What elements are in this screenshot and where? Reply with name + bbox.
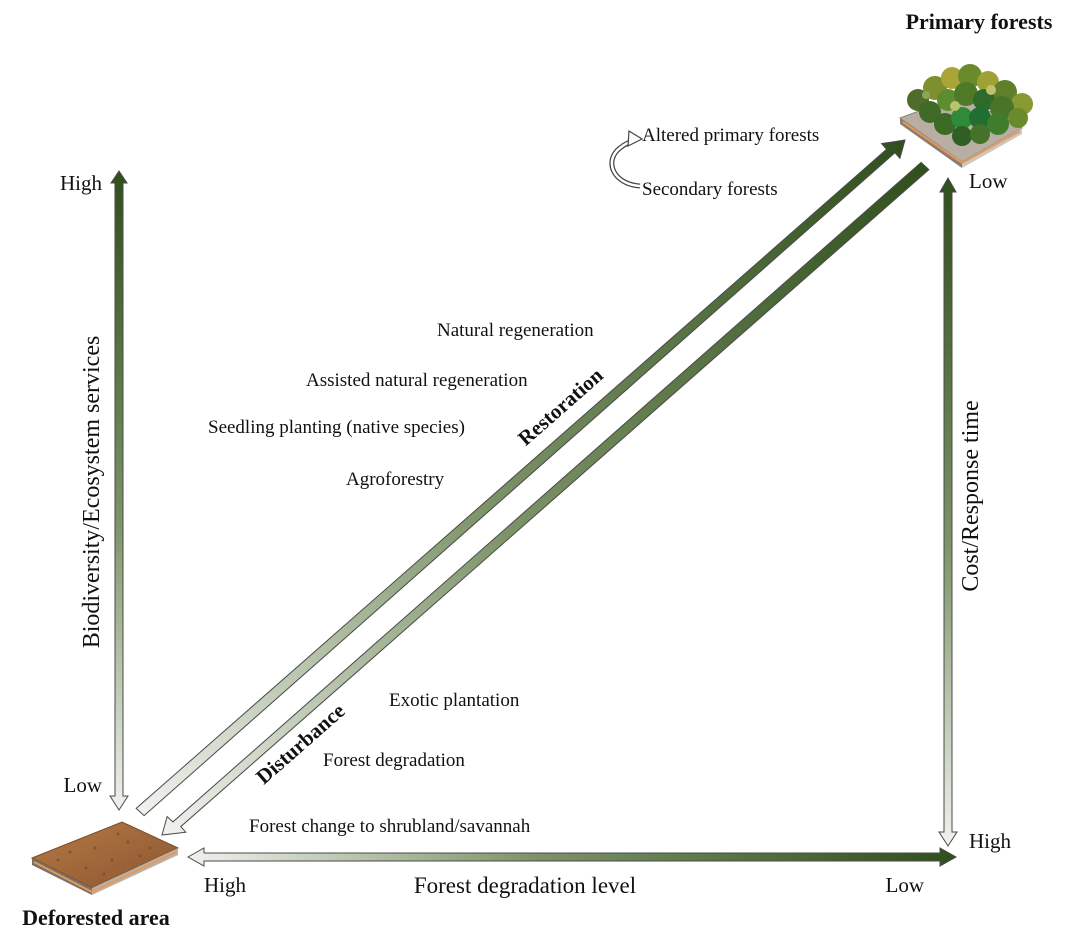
altered-primary-forests-label: Altered primary forests [642, 125, 819, 146]
degradation-level-arrow [186, 847, 958, 867]
bottom-axis-high-label: High [204, 873, 247, 897]
right-axis-low-label: Low [969, 169, 1008, 193]
exotic-plantation-label: Exotic plantation [389, 690, 520, 711]
left-axis-low-label: Low [64, 773, 103, 797]
left-axis-high-label: High [60, 171, 103, 195]
assisted-natural-regeneration-label: Assisted natural regeneration [306, 370, 528, 391]
restoration-arrow [135, 139, 906, 817]
biodiversity-arrow [109, 170, 129, 811]
right-axis-title: Cost/Response time [958, 400, 984, 591]
left-axis-title: Biodiversity/Ecosystem services [79, 336, 105, 649]
forest-change-label: Forest change to shrubland/savannah [249, 816, 531, 837]
cycle-arrow-icon [609, 129, 644, 189]
bottom-axis-title: Forest degradation level [414, 873, 636, 898]
agroforestry-label: Agroforestry [346, 469, 445, 490]
primary-forest-icon [898, 64, 1033, 168]
bottom-axis-low-label: Low [886, 873, 925, 897]
right-axis-high-label: High [969, 829, 1012, 853]
natural-regeneration-label: Natural regeneration [437, 320, 594, 341]
cost-response-arrow [938, 176, 958, 847]
disturbance-arrow [161, 161, 930, 836]
forest-degradation-label: Forest degradation [323, 750, 465, 771]
primary-forests-title: Primary forests [906, 9, 1053, 34]
seedling-planting-label: Seedling planting (native species) [208, 417, 465, 438]
deforested-area-title: Deforested area [22, 905, 170, 930]
deforested-area-icon [30, 821, 180, 895]
secondary-forests-label: Secondary forests [642, 179, 778, 200]
